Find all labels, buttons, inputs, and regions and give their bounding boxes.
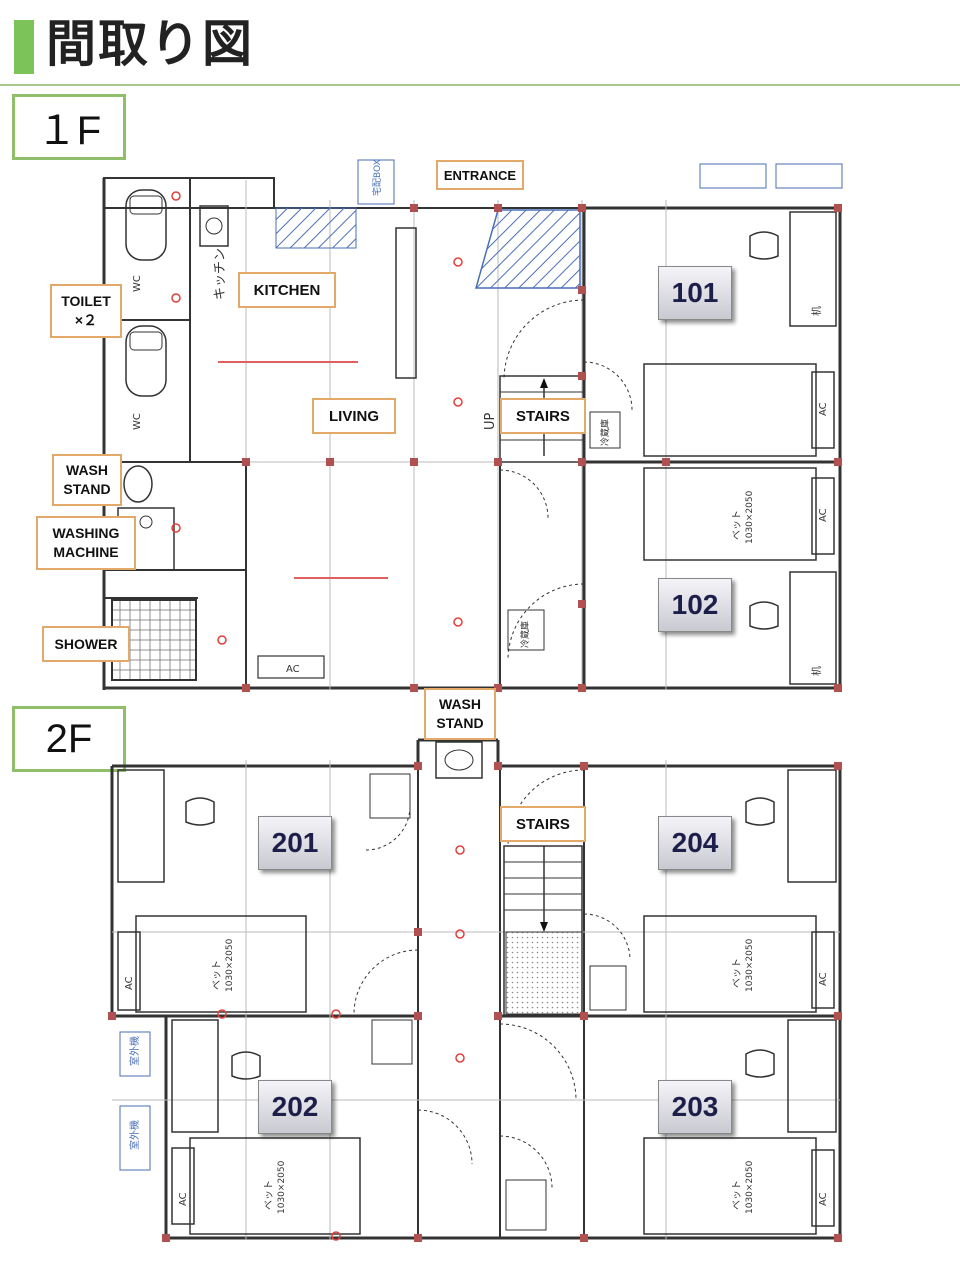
bed-label-203: ベット — [731, 1180, 743, 1210]
desk-label-102: 机 — [810, 666, 823, 676]
ac-label-201: AC — [124, 976, 135, 990]
kitchen-jp-label: キッチン — [213, 248, 228, 300]
title-divider — [0, 84, 960, 86]
title-accent-bar — [14, 20, 34, 74]
room-203-badge: 203 — [658, 1080, 732, 1134]
ac-label-101: AC — [818, 402, 829, 416]
shower-label: SHOWER — [42, 626, 130, 662]
bed-size-201: 1030×2050 — [225, 938, 235, 992]
fridge-label-101: 冷蔵庫 — [599, 419, 611, 446]
ac-label-202: AC — [178, 1192, 189, 1206]
ac-label-204: AC — [818, 972, 829, 986]
fridge-label-102: 冷蔵庫 — [519, 621, 531, 648]
floor-label-2f: 2F — [12, 706, 126, 772]
desk-label-101: 机 — [810, 306, 823, 316]
room-102-badge: 102 — [658, 578, 732, 632]
ac-label-living: AC — [286, 664, 300, 675]
bed-size-102: 1030×2050 — [745, 490, 755, 544]
toilet-label: TOILET ×２ — [50, 284, 122, 338]
room-101-badge: 101 — [658, 266, 732, 320]
room-201-badge: 201 — [258, 816, 332, 870]
ac-label-102: AC — [818, 508, 829, 522]
ac-label-203: AC — [818, 1192, 829, 1206]
floor-1f-plan — [102, 159, 843, 692]
wash-stand-1f-label: WASH STAND — [52, 454, 122, 506]
bed-label-202: ベット — [263, 1180, 275, 1210]
bed-size-204: 1030×2050 — [745, 938, 755, 992]
bed-label-201: ベット — [211, 960, 223, 990]
outdoor-unit-label-1: 室外機 — [128, 1036, 141, 1066]
living-label: LIVING — [312, 398, 396, 434]
wash-stand-2f-label: WASH STAND — [424, 688, 496, 740]
stairs-1f-label: STAIRS — [500, 398, 586, 434]
floor-2f-plan — [108, 738, 842, 1242]
up-label: UP — [483, 412, 498, 430]
page-title: 間取り図 — [46, 15, 254, 73]
washing-machine-label: WASHING MACHINE — [36, 516, 136, 570]
floor-label-1f: １F — [12, 94, 126, 160]
bed-size-203: 1030×2050 — [745, 1160, 755, 1214]
room-202-badge: 202 — [258, 1080, 332, 1134]
entrance-label: ENTRANCE — [436, 160, 524, 190]
stairs-2f-label: STAIRS — [500, 806, 586, 842]
box-label: 宅配BOX — [371, 159, 383, 196]
room-204-badge: 204 — [658, 816, 732, 870]
bed-label-204: ベット — [731, 958, 743, 988]
bed-size-202: 1030×2050 — [277, 1160, 287, 1214]
kitchen-label: KITCHEN — [238, 272, 336, 308]
bed-label-102: ベット — [731, 510, 743, 540]
outdoor-unit-label-2: 室外機 — [128, 1120, 141, 1150]
wc-label-1: WC — [132, 275, 143, 292]
wc-label-2: WC — [132, 413, 143, 430]
